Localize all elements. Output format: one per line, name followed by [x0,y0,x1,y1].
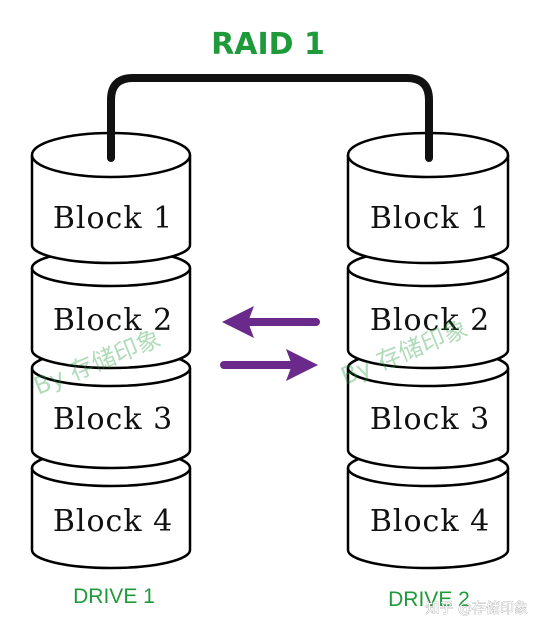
mirror-connector-ends [107,126,433,162]
drive-2-block-1-label: Block 1 [370,201,490,236]
drive-1-block-3-label: Block 3 [53,402,173,437]
drive-1-label: DRIVE 1 [73,585,155,608]
sync-arrow-left [222,306,320,338]
sync-arrow-right [220,349,318,381]
drive-1-block-1: Block 1 [30,131,192,265]
drive-2-block-4-label: Block 4 [370,504,490,539]
drive-1-block-2-label: Block 2 [53,303,173,338]
drive-2-label: DRIVE 2 [388,588,470,611]
drive-1-block-4-label: Block 4 [53,504,173,539]
mirror-connector [107,74,433,162]
drive-1-stack: Block 4 Block 3 Block 2 Block 1 [30,131,192,570]
corner-watermark: 知乎 @存储印象 [426,600,528,617]
drive-2-block-2-label: Block 2 [370,303,490,338]
drive-1-block-1-label: Block 1 [53,201,173,236]
drive-2-stack: Block 4 Block 3 Block 2 Block 1 [346,131,510,570]
drive-2-block-3-label: Block 3 [370,402,490,437]
diagram-title: RAID 1 [211,27,325,62]
